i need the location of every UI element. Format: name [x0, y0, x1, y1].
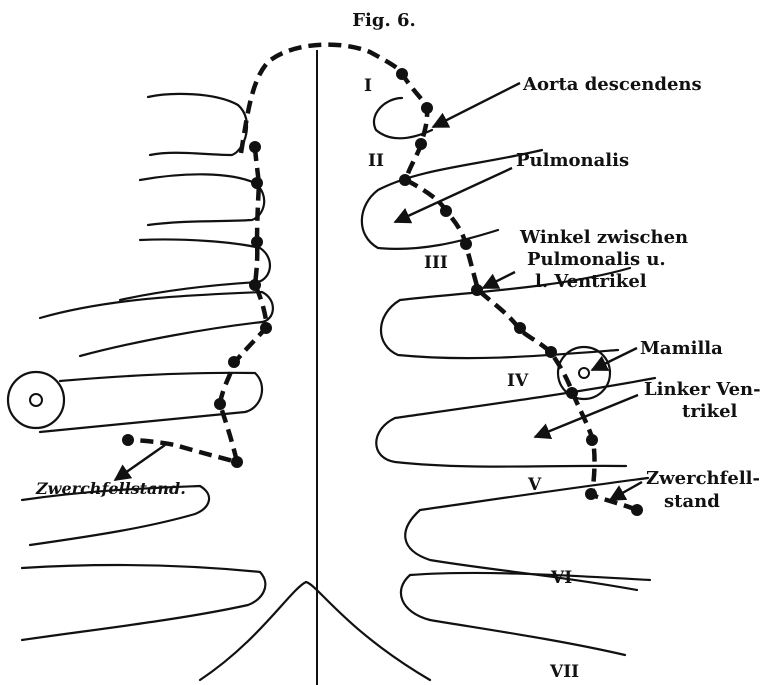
figure-title: Fig. 6. — [352, 10, 416, 31]
left-rib-4 — [40, 292, 273, 356]
mamilla-left — [8, 372, 64, 428]
rib-numeral-1: I — [364, 76, 372, 96]
rib-numeral-6: VI — [550, 568, 572, 588]
label-winkel-line-2: Pulmonalis u. — [527, 249, 666, 270]
rib-numeral-5: V — [527, 475, 542, 495]
rib-numeral-4: IV — [507, 371, 529, 391]
label-winkel-line-1: Winkel zwischen — [519, 227, 688, 248]
right-rib-2 — [362, 150, 542, 249]
label-pulmonalis: Pulmonalis — [516, 150, 629, 171]
label-zwerchfellstand-right-2: stand — [664, 491, 720, 512]
label-mamilla: Mamilla — [640, 338, 723, 359]
rib-numeral-2: II — [368, 151, 384, 171]
label-linker-ventrikel-1: Linker Ven- — [644, 379, 761, 400]
label-zwerchfellstand-left: Zwerchfellstand. — [35, 479, 186, 498]
rib-numeral-3: III — [424, 253, 448, 273]
mamilla-right — [558, 347, 610, 399]
left-rib-3 — [120, 239, 270, 300]
rib-numeral-7: VII — [549, 662, 579, 682]
left-rib-2 — [140, 174, 264, 225]
arrow-winkel — [483, 272, 515, 288]
label-aorta-descendens: Aorta descendens — [522, 74, 702, 95]
right-rib-4 — [376, 378, 655, 467]
label-zwerchfellstand-right-1: Zwerchfell- — [646, 468, 760, 489]
label-linker-ventrikel-2: trikel — [682, 401, 738, 422]
sternal-angle — [200, 582, 430, 680]
arrow-zwerchfellstand-left — [115, 445, 165, 480]
label-winkel-line-3: l. Ventrikel — [535, 271, 647, 292]
left-rib-1 — [148, 94, 247, 155]
left-heart-dashed — [128, 148, 267, 462]
arrow-linker-ventrikel — [535, 395, 638, 437]
arrow-aorta — [433, 83, 520, 127]
left-rib-7 — [22, 565, 265, 640]
arrow-zwerchfellstand-right — [610, 482, 642, 500]
